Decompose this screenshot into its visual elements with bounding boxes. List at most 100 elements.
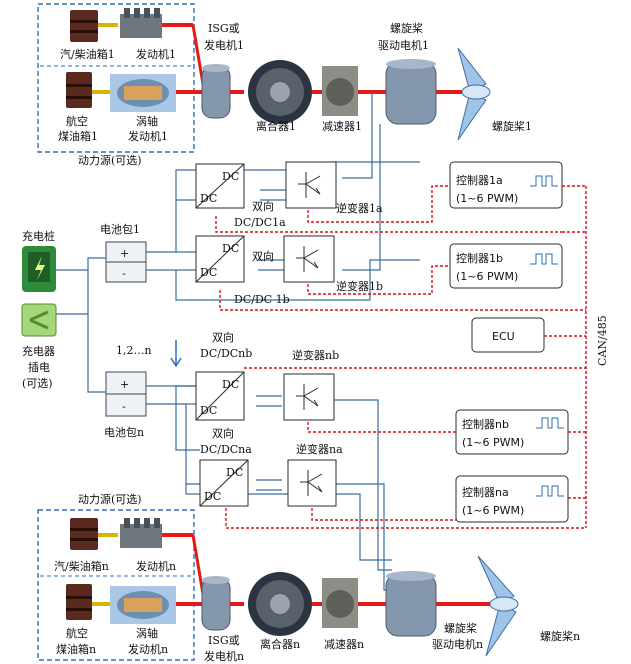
turbine-label-2: 发动机1 (128, 129, 168, 143)
battery-label-n: 电池包n (104, 426, 144, 439)
propeller-icon (477, 555, 519, 657)
turbine-label-n-2: 发动机n (128, 642, 168, 656)
bidirectional-label: 双向 (252, 199, 274, 213)
motor-label-2: 驱动电机1 (378, 38, 429, 52)
clutch-icon (248, 572, 312, 636)
reducer-label: 减速器1 (322, 120, 362, 133)
turboshaft-engine-icon (110, 586, 176, 624)
inverter-nb (283, 373, 335, 421)
kerosene-tank-icon (66, 584, 92, 620)
power-source-caption-bottom: 动力源(可选) (78, 492, 142, 506)
controller-nb-label: 控制器nb (462, 417, 509, 431)
charger-plug-icon (21, 303, 57, 337)
battery-minus-n: - (122, 400, 126, 413)
engine-icon (120, 8, 162, 38)
dcdc-converter-1a (195, 163, 245, 209)
fuel-tank-icon (70, 518, 98, 550)
battery-index-label: 1,2…n (116, 344, 152, 357)
dcdc-1a-label: DC/DC1a (234, 216, 286, 229)
reducer-label-n: 减速器n (324, 638, 364, 651)
dc-label: DC (226, 466, 243, 479)
motor-label-n-1: 螺旋桨 (444, 621, 477, 635)
battery-pack-1 (105, 241, 147, 283)
isg-generator-n (201, 576, 231, 631)
bidirectional-label: 双向 (252, 249, 274, 263)
controller-na (455, 475, 569, 523)
controller-1a-label: 控制器1a (456, 173, 503, 187)
inverter-1a (285, 161, 337, 209)
clutch-label: 离合器1 (256, 119, 296, 133)
dc-label: DC (200, 266, 217, 279)
inverter-na (287, 459, 337, 507)
reducer-icon (322, 66, 358, 116)
propeller-label: 螺旋桨1 (492, 119, 532, 133)
controller-1b-pwm: (1~6 PWM) (456, 270, 518, 283)
svg-text:CAN/485: CAN/485 (596, 315, 609, 366)
dc-label: DC (200, 192, 217, 205)
can-bus (215, 185, 587, 529)
kerosene-tank-icon (66, 72, 92, 108)
propeller-motor-n (385, 571, 437, 637)
controller-na-label: 控制器na (462, 485, 509, 499)
dcdc-na-label: DC/DCna (200, 443, 252, 456)
engine-icon (120, 518, 162, 548)
dc-label: DC (200, 404, 217, 417)
charger-label-1: 充电器 (22, 344, 55, 358)
dcdc-converter-na (199, 459, 249, 507)
dc-label: DC (222, 242, 239, 255)
battery-pack-n (105, 371, 147, 417)
inverter-1a-label: 逆变器1a (336, 201, 383, 215)
controller-1a-pwm: (1~6 PWM) (456, 192, 518, 205)
dc-label: DC (204, 490, 221, 503)
controller-na-pwm: (1~6 PWM) (462, 504, 524, 517)
fuel-tank-label-n: 汽/柴油箱n (54, 559, 109, 573)
propeller-motor-1 (385, 59, 437, 125)
isg-label-2: 发电机1 (204, 38, 244, 52)
clutch-label-n: 离合器n (260, 637, 300, 651)
motor-label-n-2: 驱动电机n (432, 637, 483, 651)
controller-1b-label: 控制器1b (456, 251, 503, 265)
kerosene-tank-label-2: 煤油箱1 (58, 129, 98, 143)
isg-generator-1 (201, 64, 231, 119)
controller-nb-pwm: (1~6 PWM) (462, 436, 524, 449)
battery-minus: - (122, 267, 126, 280)
reducer-icon (322, 578, 358, 628)
isg-label-n-1: ISG或 (208, 634, 240, 647)
can-label: CAN/485 (596, 315, 609, 366)
power-source-caption: 动力源(可选) (78, 153, 142, 167)
controller-1b (449, 243, 563, 289)
isg-label-n-2: 发电机n (204, 649, 244, 663)
propeller-icon (457, 47, 491, 141)
ecu-label: ECU (492, 330, 515, 343)
bidirectional-label: 双向 (212, 330, 234, 344)
dcdc-1b-label: DC/DC 1b (234, 293, 290, 306)
fuel-tank-icon (70, 10, 98, 42)
kerosene-tank-label-1: 航空 (66, 114, 88, 128)
power-source-bottom: 汽/柴油箱n 发动机n 航空 煤油箱n 涡轴 发动机n (37, 509, 204, 661)
inverter-1b (283, 235, 335, 283)
controller-1a (449, 161, 563, 209)
dcdc-nb-label: DC/DCnb (200, 347, 252, 360)
ecu-box (471, 317, 545, 353)
fuel-tank-label: 汽/柴油箱1 (60, 47, 115, 61)
propeller-label-n: 螺旋桨n (540, 629, 580, 643)
charger-label-2: 插电 (28, 360, 50, 374)
arrow-down-icon (170, 357, 182, 368)
inverter-nb-label: 逆变器nb (292, 348, 339, 362)
battery-label: 电池包1 (100, 223, 140, 236)
motor-label-1: 螺旋桨 (390, 21, 423, 35)
bidirectional-label: 双向 (212, 426, 234, 440)
turbine-label-1: 涡轴 (136, 114, 158, 128)
inverter-na-label: 逆变器na (296, 442, 343, 456)
dcdc-converter-nb (195, 371, 245, 421)
engine-label-n: 发动机n (136, 559, 176, 573)
battery-plus: + (120, 247, 129, 260)
charging-station-icon (22, 246, 56, 292)
turboshaft-engine-icon (110, 74, 176, 112)
battery-plus-n: + (120, 378, 129, 391)
isg-label-1: ISG或 (208, 22, 240, 35)
dc-label: DC (222, 170, 239, 183)
turbine-label-n-1: 涡轴 (136, 626, 158, 640)
clutch-icon (248, 60, 312, 124)
kerosene-tank-label-n-2: 煤油箱n (56, 642, 96, 656)
